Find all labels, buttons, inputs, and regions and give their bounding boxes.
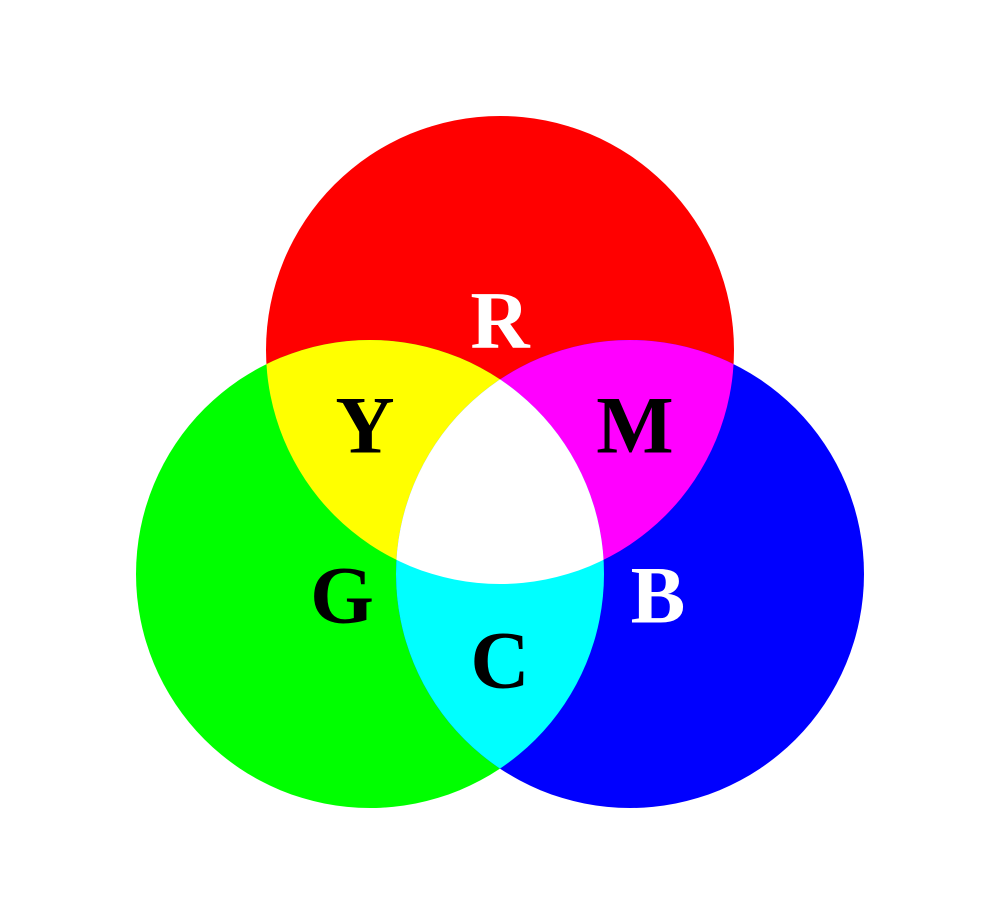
label-b: B [631,550,686,641]
label-c: C [470,615,529,706]
label-y: Y [335,380,394,471]
label-g: G [310,550,374,641]
white-center-overlap [396,340,604,584]
label-r: R [470,275,530,366]
label-m: M [596,380,673,471]
